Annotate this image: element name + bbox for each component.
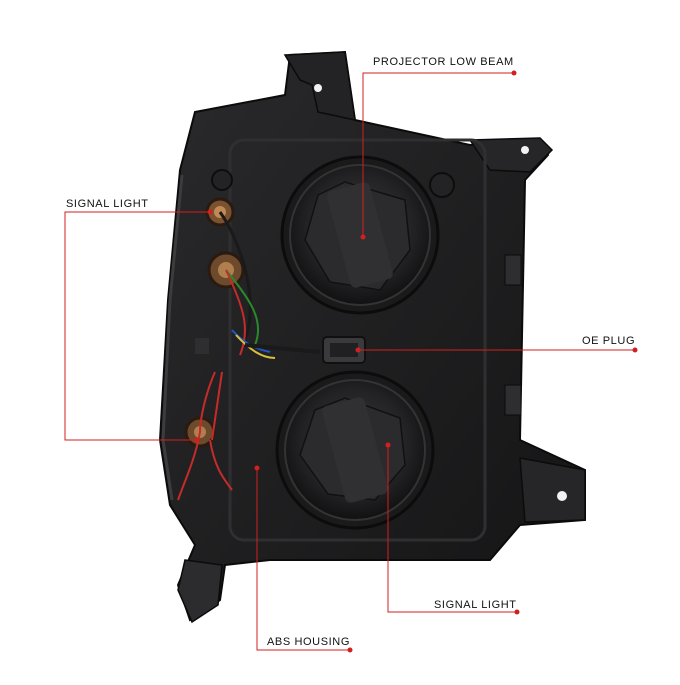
projector-low-beam-dial <box>280 155 440 315</box>
callout-end-dot-projector <box>511 70 517 76</box>
callout-dot-signal-left-lower <box>194 437 200 443</box>
callout-signal-light-left <box>64 211 210 441</box>
label-projector-low-beam: PROJECTOR LOW BEAM <box>373 56 514 68</box>
callout-dot-oe-plug <box>355 347 361 353</box>
label-signal-light-left: SIGNAL LIGHT <box>66 198 149 210</box>
callout-end-dot-abs <box>347 647 353 653</box>
wiring-harness <box>177 211 321 501</box>
callout-projector-low-beam <box>362 72 514 237</box>
label-signal-light-bottom: SIGNAL LIGHT <box>434 599 517 611</box>
label-oe-plug: OE PLUG <box>582 335 636 347</box>
signal-light-lower-dial <box>275 370 435 530</box>
callout-dot-abs <box>254 465 260 471</box>
callout-abs-housing <box>256 468 350 651</box>
callout-dot-projector <box>360 234 366 240</box>
callout-signal-light-bottom <box>387 445 517 613</box>
oe-plug-connector <box>322 336 366 364</box>
callout-end-dot-signal-bottom <box>514 609 520 615</box>
callout-dot-signal-top <box>207 209 213 215</box>
callout-lines <box>64 72 635 651</box>
label-abs-housing: ABS HOUSING <box>267 636 351 648</box>
callout-dot-signal-bottom <box>385 442 391 448</box>
headlight-housing <box>158 50 586 624</box>
callout-end-dot-oe-plug <box>632 347 638 353</box>
callout-dots <box>194 70 638 653</box>
